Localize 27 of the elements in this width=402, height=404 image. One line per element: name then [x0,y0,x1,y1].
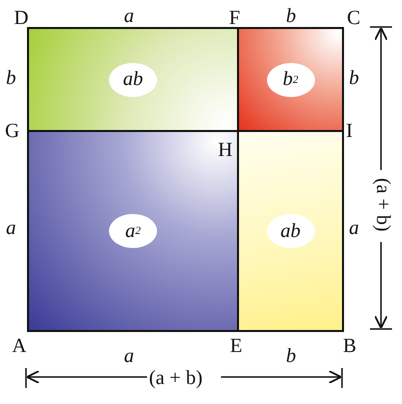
vertex-label: H [218,140,232,160]
vertex-label: G [5,121,20,141]
area-label: ab [109,62,157,96]
vertex-label: F [229,8,240,28]
area-rectangle [237,130,344,332]
side-label: b [286,6,296,26]
area-rectangle [27,27,239,132]
area-label: a$^{2}$ [109,214,157,248]
vertex-label: D [14,8,28,28]
side-label: a [124,6,134,26]
side-label: b [286,346,296,366]
side-label: b [6,68,16,88]
side-label: a [6,218,16,238]
dimension-label: (a + b) [373,178,393,232]
side-label: a [124,346,134,366]
side-label: a [349,218,359,238]
vertex-label: E [230,336,242,356]
vertex-label: I [346,121,353,141]
area-label: ab [266,214,314,248]
area-rectangle [27,130,239,332]
vertex-label: A [12,336,26,356]
vertex-label: C [347,8,360,28]
area-rectangle [237,27,344,132]
vertex-label: B [343,336,356,356]
side-label: b [349,68,359,88]
area-label: b$^{2}$ [266,62,314,96]
dimension-label: (a + b) [149,368,202,388]
